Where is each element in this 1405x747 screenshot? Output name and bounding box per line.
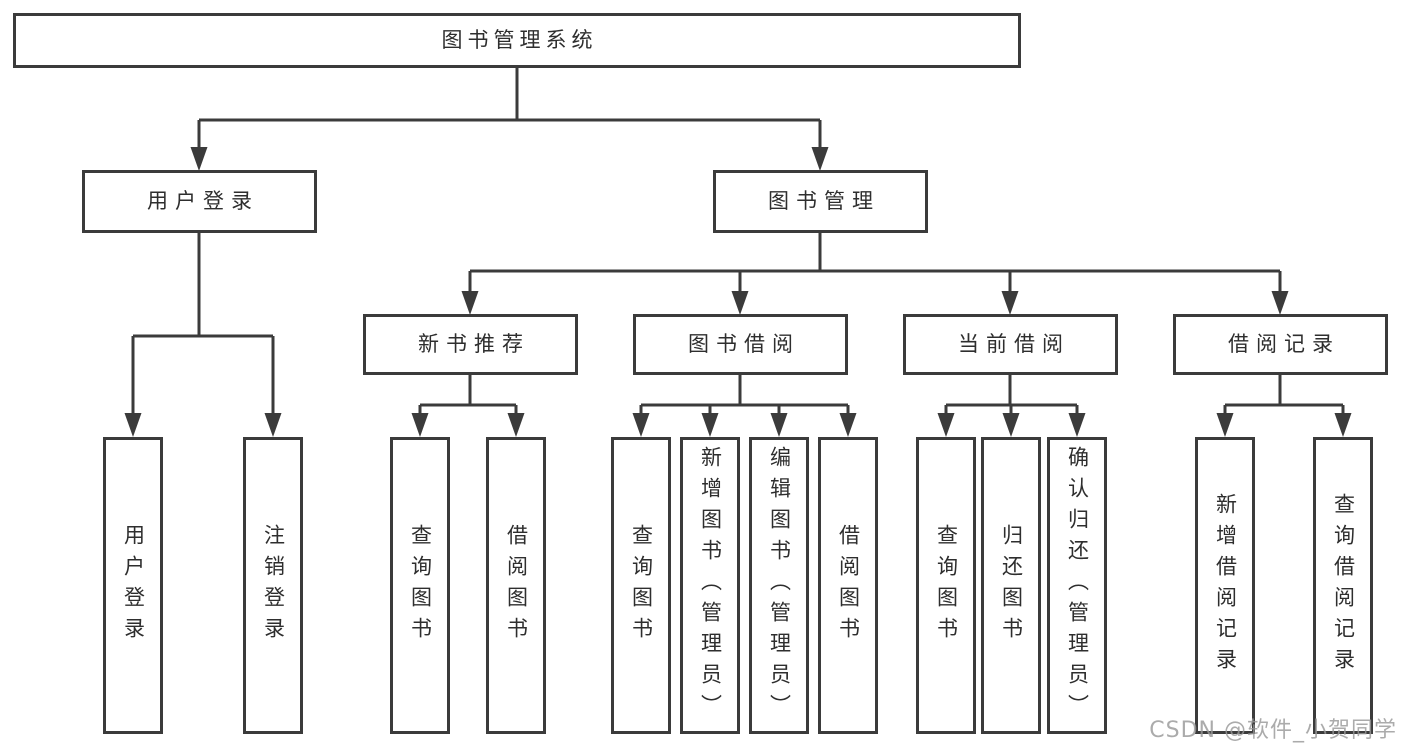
down-arrowhead (1271, 291, 1289, 315)
down-arrowhead (770, 413, 788, 437)
leaf-borrow-books-recommend: 借阅图书 (486, 437, 546, 734)
node-current-borrowing: 当前借阅 (903, 314, 1118, 375)
leaf-query-books-current: 查询图书 (916, 437, 976, 734)
leaf-borrow-books: 借阅图书 (818, 437, 878, 734)
csdn-watermark: CSDN @软件_小贺同学 (1149, 718, 1397, 743)
tree-connector-lines (131, 68, 1345, 415)
down-arrowhead (1068, 413, 1086, 437)
leaf-query-books-recommend: 查询图书 (390, 437, 450, 734)
down-arrowhead (124, 413, 142, 437)
leaf-logout: 注销登录 (243, 437, 303, 734)
down-arrowhead (1002, 413, 1020, 437)
down-arrowhead (1001, 291, 1019, 315)
leaf-add-books-admin: 新增图书（管理员） (680, 437, 740, 734)
node-book-management: 图书管理 (713, 170, 928, 233)
leaf-user-login: 用户登录 (103, 437, 163, 734)
leaf-query-books-borrowing: 查询图书 (611, 437, 671, 734)
leaf-query-borrow-record: 查询借阅记录 (1313, 437, 1373, 734)
down-arrowhead (1216, 413, 1234, 437)
down-arrowhead (411, 413, 429, 437)
down-arrowhead (264, 413, 282, 437)
down-arrowhead (461, 291, 479, 315)
down-arrowhead (1334, 413, 1352, 437)
leaf-add-borrow-record: 新增借阅记录 (1195, 437, 1255, 734)
tree-connector-arrowheads (124, 147, 1352, 437)
node-user-login: 用户登录 (82, 170, 317, 233)
down-arrowhead (811, 147, 829, 171)
leaf-confirm-return-admin: 确认归还（管理员） (1047, 437, 1107, 734)
down-arrowhead (701, 413, 719, 437)
down-arrowhead (632, 413, 650, 437)
down-arrowhead (190, 147, 208, 171)
down-arrowhead (731, 291, 749, 315)
down-arrowhead (507, 413, 525, 437)
node-library-management-system: 图书管理系统 (13, 13, 1021, 68)
node-new-book-recommendation: 新书推荐 (363, 314, 578, 375)
node-borrowing-records: 借阅记录 (1173, 314, 1388, 375)
leaf-return-books: 归还图书 (981, 437, 1041, 734)
down-arrowhead (839, 413, 857, 437)
down-arrowhead (937, 413, 955, 437)
node-book-borrowing: 图书借阅 (633, 314, 848, 375)
leaf-edit-books-admin: 编辑图书（管理员） (749, 437, 809, 734)
